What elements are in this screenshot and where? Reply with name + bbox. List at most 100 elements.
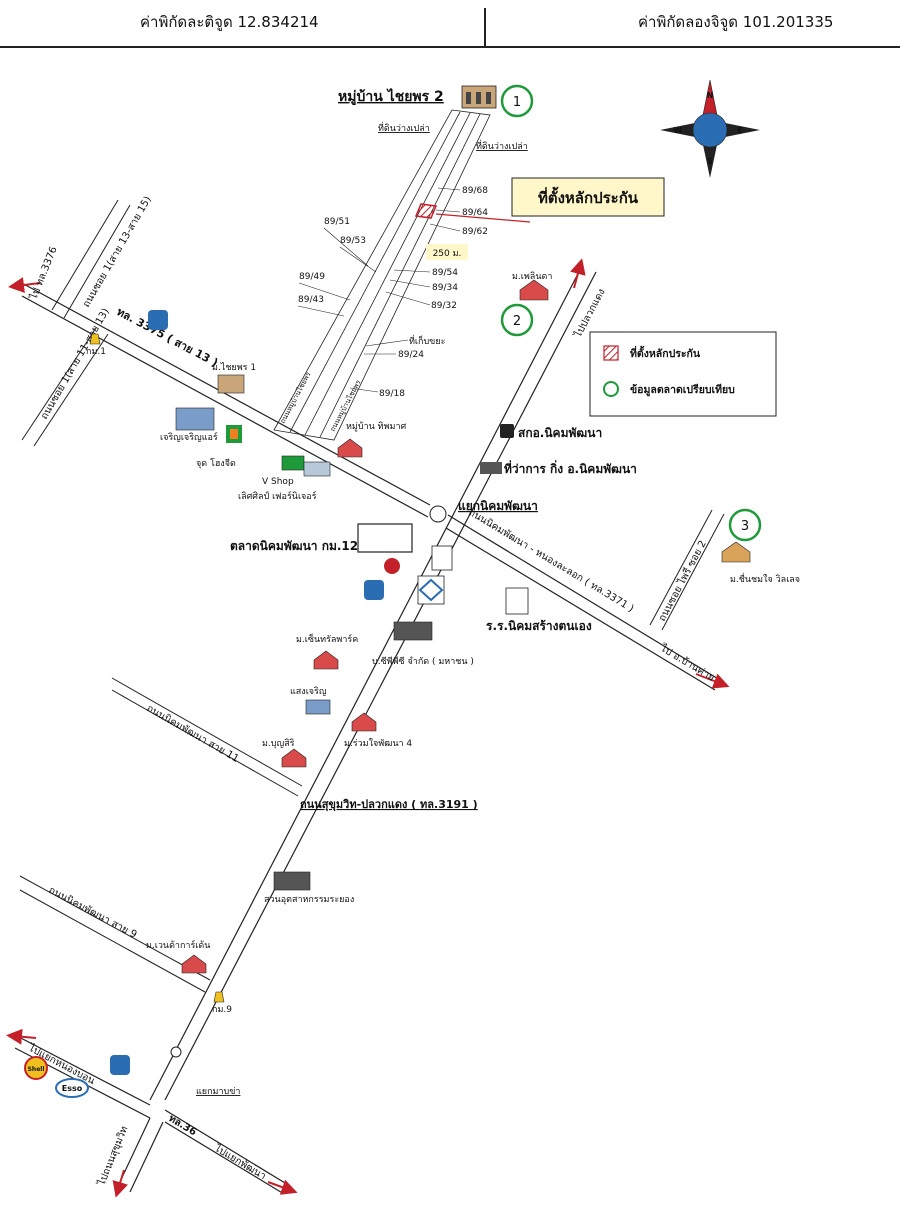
header-divider	[484, 8, 486, 46]
plot-89-24: 89/24	[398, 350, 424, 360]
soi-2-road	[649, 509, 725, 631]
plot-labels: ที่ดินว่างเปล่า ที่ดินว่างเปล่า 89/68 89…	[298, 121, 528, 399]
direction-arrows	[6, 258, 730, 1198]
road-label-nikhom-9: ถนนนิคมพัฒนา สาย 9	[47, 885, 139, 941]
road-label-soi-11-13: ถนนซอย 1(สาย 11-สาย 13)	[39, 307, 112, 422]
svg-text:N: N	[707, 91, 714, 100]
place-market: ตลาดนิคมพัฒนา กม.12	[230, 539, 358, 553]
road-label-banchang: ไป อ.บ้านค่าย	[658, 642, 717, 684]
lot-divider	[316, 355, 356, 359]
place-garden: ม.เวนด้าการ์เด้น	[146, 939, 210, 951]
plot-89-68: 89/68	[462, 186, 488, 196]
place-icons	[24, 279, 751, 1098]
place-ruamchai: ม.ร่วมใจพัฒนา 4	[344, 738, 412, 749]
plot-89-64: 89/64	[462, 208, 488, 218]
coordinate-header: ค่าพิกัดละติจูด 12.834214 ค่าพิกัดลองจิจ…	[0, 0, 900, 48]
place-jaroen: เจริญเจริญแอร์	[160, 431, 218, 443]
legend-comparable-swatch	[603, 381, 619, 397]
legend-collateral-label: ที่ตั้งหลักประกัน	[630, 345, 701, 360]
place-sakor: สกอ.นิคมพัฒนา	[518, 426, 602, 440]
distance-tag: 250 ม.	[426, 244, 468, 260]
village-building-icon	[461, 85, 497, 109]
legend-collateral-swatch	[603, 345, 619, 361]
plot-89-34: 89/34	[432, 283, 458, 293]
place-km1: กม.1	[86, 347, 106, 357]
place-jut: จุด โฮงจีด	[196, 458, 236, 469]
road-label-phatthana: ไปแยกพัฒนา	[212, 1142, 269, 1183]
nikhom-road-11	[111, 677, 303, 797]
place-saengcharoen: แสงเจริญ	[290, 686, 327, 697]
comparable-marker-1: 1	[500, 84, 534, 118]
place-school: ร.ร.นิคมสร้างตนเอง	[486, 619, 592, 633]
place-phalinda: ม.เพลินดา	[512, 271, 552, 282]
place-km9: กม.9	[212, 1005, 232, 1015]
lot-divider	[373, 251, 413, 255]
svg-text:E: E	[737, 126, 742, 135]
place-lertsin: เลิศศิลป์ เฟอร์นิเจอร์	[238, 490, 317, 502]
svg-text:1: 1	[513, 95, 521, 110]
place-cpf: บ.ซีพีพีซี จำกัด ( มหาชน )	[372, 656, 474, 667]
road-label-village-a: ถนนหมู่บ้านไชยพร	[278, 370, 313, 425]
plot-89-32: 89/32	[431, 301, 457, 311]
place-shell: Shell	[28, 1066, 45, 1073]
village-housing-block	[273, 109, 491, 441]
lot-divider	[342, 308, 382, 312]
lot-divider	[332, 326, 372, 330]
lot-divider	[389, 223, 429, 227]
map-legend: ที่ตั้งหลักประกัน ข้อมูลตลาดเปรียบเทียบ	[589, 331, 777, 417]
nikhom-road-9	[19, 875, 211, 993]
plot-89-62: 89/62	[462, 227, 488, 237]
place-chaiyaphon1: ม.ไชยพร 1	[212, 362, 256, 373]
place-thipmat: หมู่บ้าน ทิพมาศ	[346, 421, 406, 432]
road-label-nikhom-nongla: ถนนนิคมพัฒนา - หนองละลอก ( ทล.3371 )	[466, 507, 635, 615]
lot-divider	[384, 232, 424, 236]
place-esso: Esso	[62, 1084, 83, 1093]
place-district: ที่ว่าการ กิ่ง อ.นิคมพัฒนา	[504, 460, 637, 476]
plot-89-51: 89/51	[324, 217, 350, 227]
road-label-soi-2: ถนนซอย ไพรี ซอย 2	[656, 538, 709, 623]
plot-vacant-left: ที่ดินว่างเปล่า	[378, 121, 430, 134]
lot-divider	[347, 298, 387, 302]
plot-89-49: 89/49	[299, 272, 325, 282]
comparable-marker-2: 2	[500, 303, 534, 337]
lot-divider	[337, 317, 377, 321]
place-central: ม.เซ็นทรัลพาร์ค	[296, 632, 358, 645]
place-vshop: V Shop	[262, 477, 294, 487]
place-labels: กม.1 ม.ไชยพร 1 เจริญเจริญแอร์ จุด โฮงจีด…	[28, 271, 800, 1097]
compass-rose: N E S W	[660, 79, 760, 178]
road-3375	[19, 281, 721, 691]
svg-text:250 ม.: 250 ม.	[433, 249, 462, 259]
soi-roads	[21, 199, 131, 447]
latitude-label: ค่าพิกัดละติจูด 12.834214	[140, 13, 319, 31]
collateral-callout: ที่ตั้งหลักประกัน	[511, 177, 665, 217]
comparable-marker-3: 3	[728, 508, 762, 542]
place-intersection: แยกมาบข่า	[196, 1087, 240, 1097]
place-ruenthai: ม.ชื่นชมใจ วิลเลจ	[730, 572, 800, 585]
lot-divider	[326, 336, 366, 340]
place-junction: แยกนิคมพัฒนา	[458, 499, 538, 513]
road-3191	[149, 265, 597, 1101]
village-title: หมู่บ้าน ไชยพร 2	[338, 87, 444, 105]
lot-divider	[321, 345, 361, 349]
plot-89-18: 89/18	[379, 389, 405, 399]
plot-89-43: 89/43	[298, 295, 324, 305]
road-label-nikhom-11: ถนนนิคมพัฒนา สาย 11	[145, 703, 241, 765]
longitude-label: ค่าพิกัดลองจิจูด 101.201335	[638, 13, 834, 31]
plot-89-53: 89/53	[340, 236, 366, 246]
place-industrial: สวนอุตสาหกรรมระยอง	[264, 895, 354, 905]
collateral-pointer	[435, 213, 531, 223]
lot-divider	[379, 242, 419, 246]
road-label-3191: ถนนสุขุมวิท-ปลวกแดง ( ทล.3191 )	[300, 798, 478, 812]
svg-text:ที่ตั้งหลักประกัน: ที่ตั้งหลักประกัน	[538, 186, 639, 207]
legend-comparable-label: ข้อมูลตลาดเปรียบเทียบ	[630, 383, 735, 397]
collateral-plot	[414, 203, 438, 219]
road-label-sukhumvit: ไปถนนสุขุมวิท	[95, 1124, 130, 1188]
svg-text:2: 2	[513, 314, 521, 329]
plot-89-54: 89/54	[432, 268, 458, 278]
road-label-3376: ไป ทล.3376	[27, 245, 59, 302]
junction-marker	[170, 505, 447, 1058]
plot-vacant-right: ที่ดินว่างเปล่า	[476, 139, 528, 152]
lot-divider	[311, 364, 351, 368]
plot-tank: ที่เก็บขยะ	[409, 334, 446, 347]
